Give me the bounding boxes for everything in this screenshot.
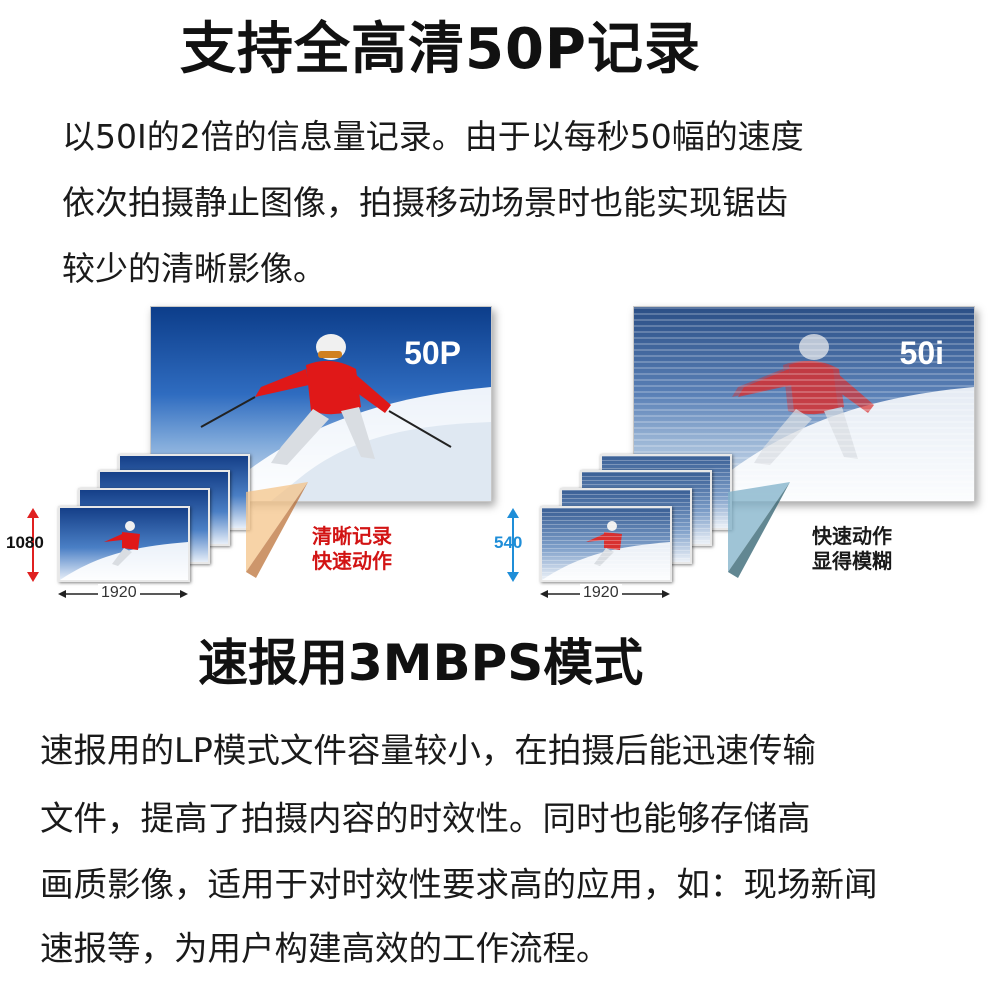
skier-illustration-blurred	[694, 334, 974, 501]
frame-wedge-50i	[728, 482, 790, 578]
section1-title: 支持全高清50P记录	[180, 17, 701, 82]
caption-50p-line-2: 快速动作	[312, 549, 392, 573]
frame-front-50p	[58, 506, 190, 582]
width-label-1920-50i: 1920	[580, 584, 622, 602]
section1-line-2: 依次拍摄静止图像，拍摄移动场景时也能实现锯齿	[62, 183, 788, 222]
caption-50p-line-1: 清晰记录	[312, 524, 392, 548]
format-label-50i: 50i	[899, 335, 944, 371]
skier-thumbnail	[60, 521, 188, 580]
skier-illustration	[200, 334, 491, 501]
section2-line-1: 速报用的LP模式文件容量较小，在拍摄后能迅速传输	[40, 731, 816, 770]
width-label-1920-50p: 1920	[98, 584, 140, 602]
caption-50i-line-1: 快速动作	[812, 524, 892, 548]
skier-thumbnail-50i	[542, 521, 670, 580]
height-label-1080: 1080	[6, 533, 44, 552]
vertical-arrow-540	[507, 508, 519, 582]
section1-line-3: 较少的清晰影像。	[62, 249, 326, 288]
frame-wedge-50p	[246, 482, 308, 578]
caption-50i-line-2: 显得模糊	[812, 549, 892, 573]
section2-line-4: 速报等，为用户构建高效的工作流程。	[40, 929, 610, 968]
caption-50p: 清晰记录 快速动作	[312, 524, 392, 574]
caption-50i: 快速动作 显得模糊	[812, 524, 892, 574]
section2-line-3: 画质影像，适用于对时效性要求高的应用，如：现场新闻	[40, 865, 878, 904]
frame-front-50i	[540, 506, 672, 582]
section1-line-1: 以50I的2倍的信息量记录。由于以每秒50幅的速度	[62, 117, 804, 156]
skier-photo-50p: 50P	[150, 306, 492, 502]
height-label-540: 540	[494, 533, 523, 552]
format-label-50p: 50P	[404, 335, 461, 371]
section2-title: 速报用3MBPS模式	[198, 634, 644, 692]
section2-line-2: 文件，提高了拍摄内容的时效性。同时也能够存储高	[40, 799, 811, 838]
vertical-arrow-1080	[27, 508, 39, 582]
